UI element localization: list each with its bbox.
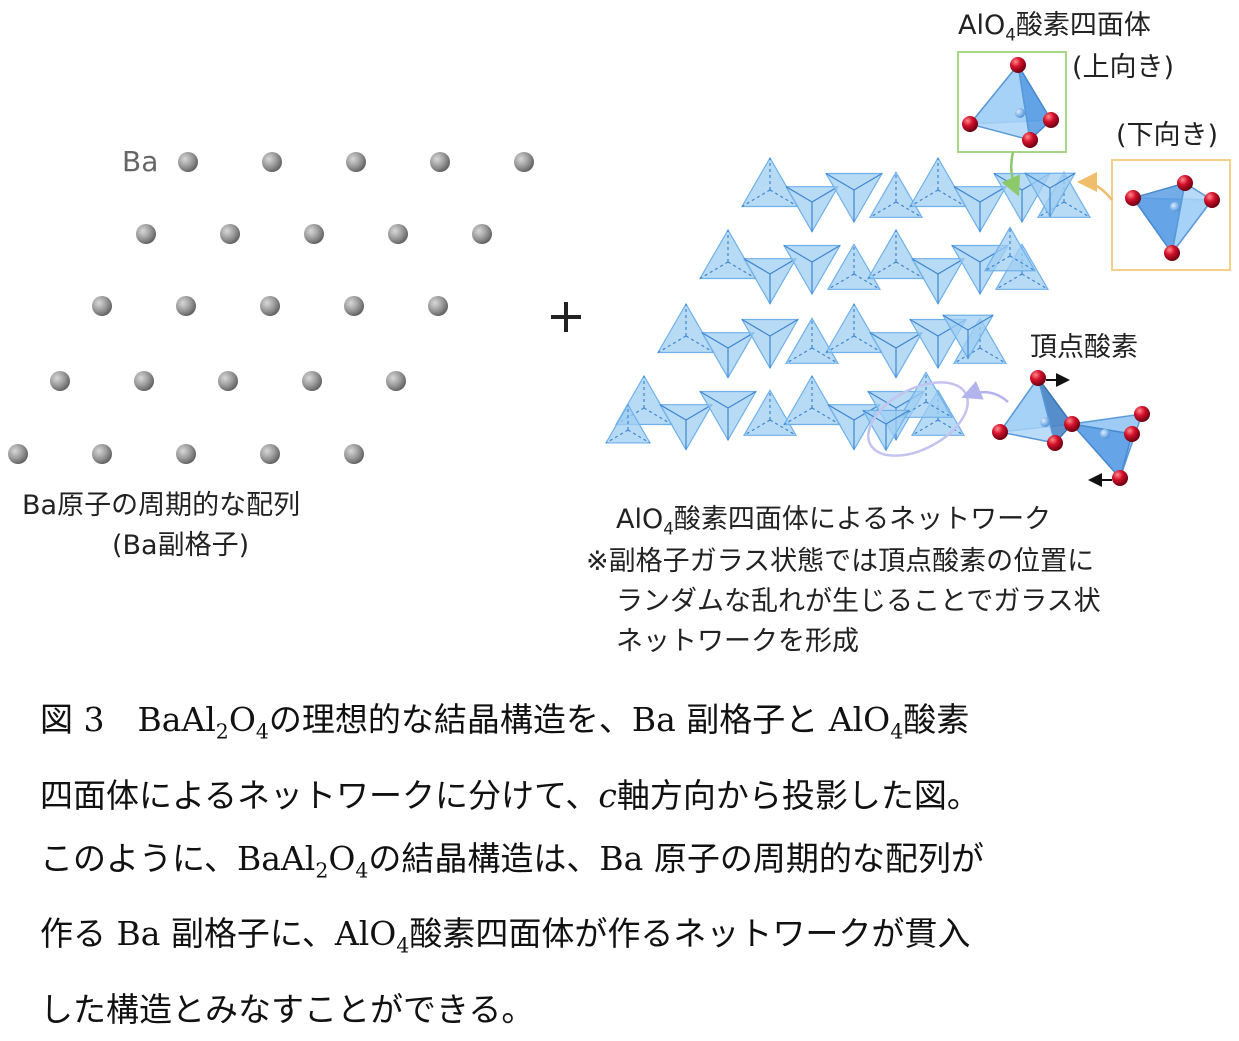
tetrahedra-network [604,156,1092,452]
ba-atom [344,296,364,316]
ba-atom [176,296,196,316]
ba-atom [8,444,28,464]
alo4-tetrahedron [868,332,924,379]
ba-lattice [8,152,534,464]
alo4-tetrahedron [952,186,1008,233]
tetra-down-direction: (下向き) [1116,120,1219,151]
ba-atom [50,371,70,391]
caption-line-1: 図 3 BaAl2O4の理想的な結晶構造を、Ba 副格子と AlO4酸素 [40,700,970,744]
ba-atom [388,224,408,244]
ba-atom [178,152,198,172]
ba-atom [304,224,324,244]
ba-atom [136,224,156,244]
network-title: AlO4酸素四面体によるネットワーク [616,504,1052,539]
alo4-tetrahedron [782,244,842,296]
ba-atom [514,152,534,172]
ba-atom [430,152,450,172]
ba-atom [176,444,196,464]
alo4-tetrahedron [742,258,798,305]
tetra-down-arrow [1077,172,1113,201]
alo4-tetrahedron [658,404,714,451]
ba-atom [218,371,238,391]
network-note-line3: ネットワークを形成 [616,626,859,657]
alo4-tetrahedron [908,156,968,208]
ba-symbol-label: Ba [122,145,159,178]
alo4-tetrahedron [1023,172,1077,218]
alo4-tetrahedron [866,228,926,280]
alo4-tetrahedron [824,302,884,354]
tetra-down-model [1125,175,1220,261]
network-note-line1: ※副格子ガラス状態では頂点酸素の位置に [586,546,1095,577]
figure-caption: 図 3 BaAl2O4の理想的な結晶構造を、Ba 副格子と AlO4酸素 四面体… [40,688,1210,1041]
alo4-tetrahedron [983,226,1037,272]
ba-atom [346,152,366,172]
plus-sign [551,302,581,332]
apex-oxygen-model [992,370,1150,487]
tetra-up-direction: (上向き) [1072,52,1175,83]
ba-atom [344,444,364,464]
alo4-tetrahedron [826,243,882,290]
alo4-tetrahedron [604,403,652,444]
alo4-tetrahedron [782,374,842,426]
highlight-arrow [961,381,1009,403]
apex-oxygen-label: 頂点酸素 [1030,332,1138,363]
alo4-tetrahedron [941,314,995,360]
ba-atom [260,296,280,316]
alo4-tetrahedron [698,228,758,280]
figure-graphic [8,51,1231,487]
lattice-title: Ba原子の周期的な配列 [22,490,301,521]
ba-atom [386,371,406,391]
ba-atom [220,224,240,244]
ba-atom [134,371,154,391]
ba-atom [302,371,322,391]
alo4-tetrahedron [740,318,800,370]
caption-line-3: このように、BaAl2O4の結晶構造は、Ba 原子の周期的な配列が [40,838,984,883]
alo4-tetrahedron [740,156,800,208]
alo4-tetrahedron [868,171,924,218]
ba-atom [472,224,492,244]
alo4-tetrahedron [656,302,716,354]
alo4-tetrahedron [910,258,966,305]
caption-line-5: した構造とみなすことができる。 [40,989,535,1029]
alo4-tetrahedron [698,390,758,442]
ba-atom [92,296,112,316]
highlight-ellipse [867,381,969,457]
caption-line-4: 作る Ba 副格子に、AlO4酸素四面体が作るネットワークが貫入 [40,914,971,958]
network-note-line2: ランダムな乱れが生じることでガラス状 [616,586,1101,617]
tetra-up-title: AlO4酸素四面体 [958,10,1151,45]
tetra-up-arrow [1001,151,1020,197]
alo4-tetrahedron [700,332,756,379]
ba-atom [92,444,112,464]
alo4-tetrahedron [784,186,840,233]
alo4-tetrahedron [742,389,798,436]
alo4-tetrahedron [784,317,840,364]
alo4-tetrahedron [824,172,884,224]
ba-atom [262,152,282,172]
lattice-subtitle: (Ba副格子) [112,530,250,561]
ba-atom [260,444,280,464]
caption-line-2: 四面体によるネットワークに分けて、c軸方向から投影した図。 [40,775,980,815]
ba-atom [428,296,448,316]
tetra-down-frame [1111,159,1231,271]
tetra-up-model [962,57,1059,148]
